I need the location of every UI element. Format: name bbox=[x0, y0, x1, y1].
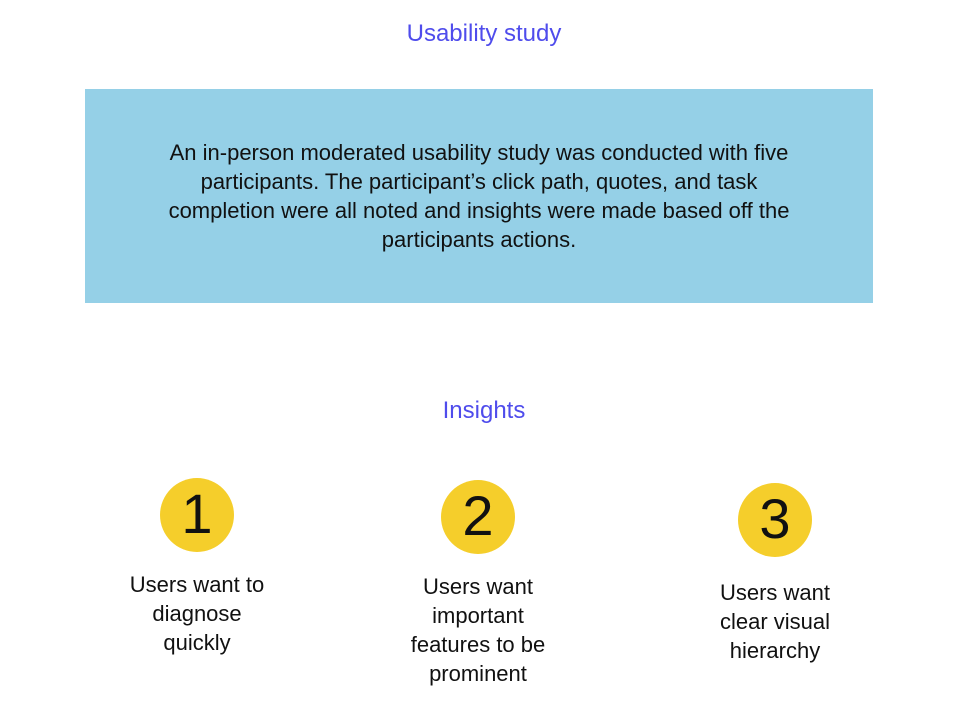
insight-number-3: 3 bbox=[759, 487, 791, 550]
insight-number-badge-1: 1 bbox=[160, 478, 234, 552]
insight-item-1: 1 Users want to diagnose quickly bbox=[77, 478, 317, 657]
summary-box: An in-person moderated usability study w… bbox=[85, 89, 873, 303]
insight-number-2: 2 bbox=[462, 484, 494, 547]
insight-label-3: Users want clear visual hierarchy bbox=[719, 580, 831, 663]
page-title: Usability study bbox=[406, 20, 562, 47]
insight-label-2: Users want important features to be prom… bbox=[410, 574, 546, 686]
insight-number-1: 1 bbox=[181, 482, 213, 545]
insight-item-2: 2 Users want important features to be pr… bbox=[358, 480, 598, 688]
summary-text: An in-person moderated usability study w… bbox=[168, 140, 790, 252]
insight-item-3: 3 Users want clear visual hierarchy bbox=[655, 483, 895, 665]
insight-number-badge-2: 2 bbox=[441, 480, 515, 554]
insight-label-1: Users want to diagnose quickly bbox=[129, 572, 265, 655]
insights-heading: Insights bbox=[442, 397, 526, 424]
insight-number-badge-3: 3 bbox=[738, 483, 812, 557]
